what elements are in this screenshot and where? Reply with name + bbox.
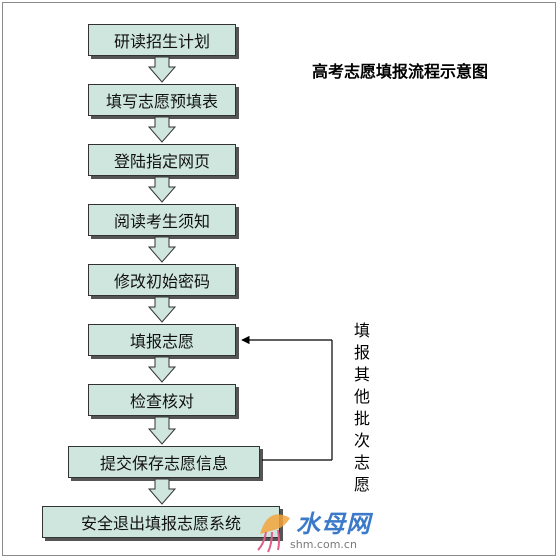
down-arrow-3 — [147, 176, 177, 203]
diagram-frame — [2, 2, 556, 556]
watermark-brand: 水母网 — [296, 510, 371, 538]
step-box-2: 填写志愿预填表 — [88, 84, 236, 116]
loop-label-char: 志 — [353, 453, 370, 472]
down-arrow-6 — [147, 356, 177, 383]
step-box-7: 检查核对 — [88, 384, 236, 416]
step-box-9: 安全退出填报志愿系统 — [42, 506, 280, 538]
diagram-title: 高考志愿填报流程示意图 — [311, 62, 488, 81]
loop-label-char: 他 — [353, 387, 370, 406]
step-box-8: 提交保存志愿信息 — [68, 446, 260, 478]
down-arrow-1 — [147, 56, 177, 83]
step-box-5: 修改初始密码 — [88, 264, 236, 296]
down-arrow-4 — [147, 236, 177, 263]
loop-label-char: 批 — [353, 409, 370, 428]
watermark-url: shm.com.cn — [290, 538, 357, 551]
step-box-3: 登陆指定网页 — [88, 144, 236, 176]
loop-label-char: 次 — [353, 431, 370, 450]
loop-label-char: 填 — [353, 321, 370, 340]
step-box-1: 研读招生计划 — [88, 24, 236, 56]
loop-back-arrow — [241, 335, 333, 461]
down-arrow-8 — [147, 478, 177, 505]
loop-label-char: 报 — [353, 343, 370, 362]
loop-label-char: 其 — [353, 365, 370, 384]
loop-label-char: 愿 — [353, 475, 370, 494]
watermark-logo — [257, 514, 290, 553]
down-arrow-2 — [147, 116, 177, 143]
step-box-4: 阅读考生须知 — [88, 204, 236, 236]
step-box-6: 填报志愿 — [88, 324, 236, 356]
down-arrow-7 — [147, 416, 177, 445]
down-arrow-5 — [147, 296, 177, 323]
jellyfish-icon — [257, 514, 290, 553]
loop-label: 填 报 其 他 批 次 志 愿 — [352, 320, 372, 496]
